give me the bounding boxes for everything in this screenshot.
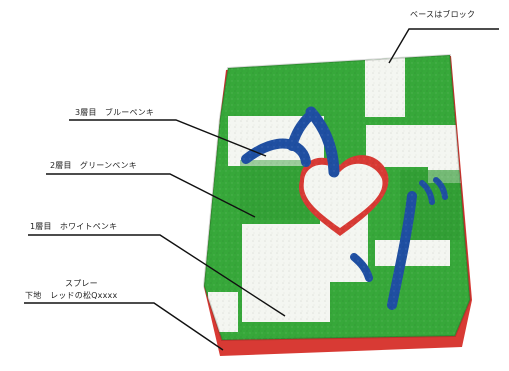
label-base-block: ベースはブロック xyxy=(410,10,476,19)
block-outline xyxy=(202,53,472,342)
label-layer2: 2層目 グリーンペンキ xyxy=(50,161,137,170)
label-layer1: 1層目 ホワイトペンキ xyxy=(30,222,118,231)
leader-spray xyxy=(24,302,224,351)
leader-layer1 xyxy=(28,234,286,317)
leader-layer2 xyxy=(46,173,256,218)
label-spray: スプレー xyxy=(65,279,98,288)
label-undercoat-detail: レッドの松Qxxxx xyxy=(50,291,118,300)
label-undercoat-title: 下地 xyxy=(25,291,42,300)
leader-lines xyxy=(24,28,499,351)
painted-surface xyxy=(204,55,470,340)
leader-base-block xyxy=(388,28,499,64)
label-layer3: 3層目 ブルーペンキ xyxy=(75,108,155,117)
label-undercoat: 下地 レッドの松Qxxxx xyxy=(25,291,123,301)
leader-layer3 xyxy=(69,119,267,157)
